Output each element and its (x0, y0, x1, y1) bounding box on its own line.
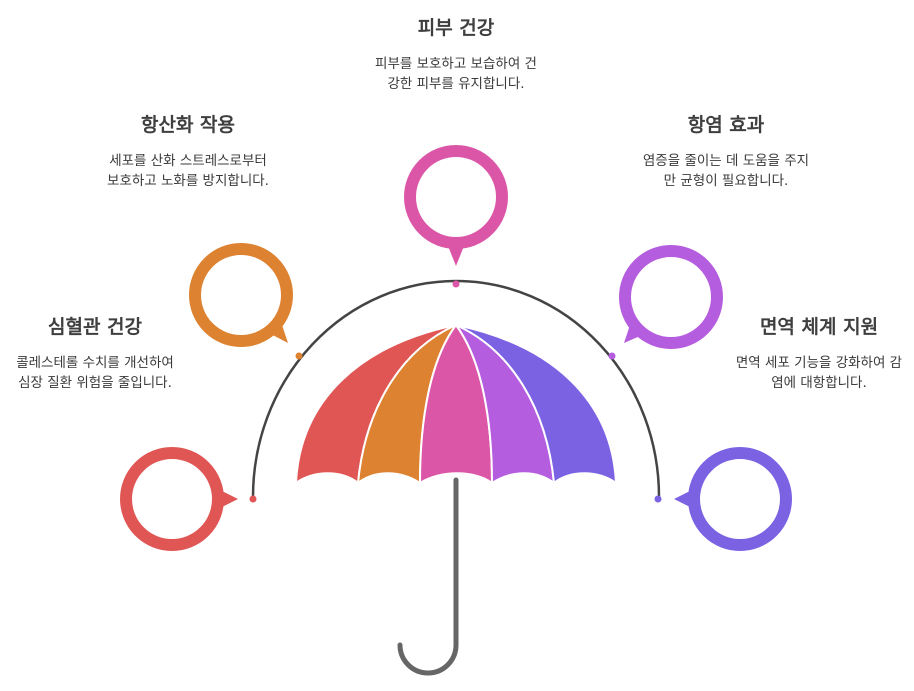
pin-circle-5 (654, 447, 792, 551)
item-title: 피부 건강 (417, 17, 495, 39)
item-title: 항염 효과 (687, 114, 765, 136)
pin-circle-1 (120, 447, 257, 551)
pin-circle-4 (608, 245, 723, 360)
pin-circle-3 (404, 145, 508, 288)
item-title: 심혈관 건강 (47, 316, 142, 338)
umbrella-canopy (294, 322, 618, 486)
item-description: 콜레스테롤 수치를 개선하여 심장 질환 위험을 줄입니다. (16, 355, 174, 391)
item-description: 염증을 줄이는 데 도움을 주지만 균형이 필요합니다. (642, 153, 810, 189)
pin-circle-2 (189, 243, 303, 360)
item-antioxidant: 항산화 작용 세포를 산화 스트레스로부터 보호하고 노화를 방지합니다. (103, 110, 273, 191)
item-skin-health: 피부 건강 피부를 보호하고 보습하여 건강한 피부를 유지합니다. (371, 13, 541, 94)
canopy-panel-5 (455, 324, 618, 486)
item-title: 항산화 작용 (140, 114, 235, 136)
item-cardiovascular: 심혈관 건강 콜레스테롤 수치를 개선하여 심장 질환 위험을 줄입니다. (10, 312, 180, 393)
item-title: 면역 체계 지원 (759, 316, 879, 338)
item-description: 피부를 보호하고 보습하여 건강한 피부를 유지합니다. (375, 56, 537, 92)
item-description: 세포를 산화 스트레스로부터 보호하고 노화를 방지합니다. (107, 153, 269, 189)
umbrella-handle (397, 477, 459, 676)
item-immune-support: 면역 체계 지원 면역 세포 기능을 강화하여 감염에 대항합니다. (734, 312, 904, 393)
item-anti-inflammatory: 항염 효과 염증을 줄이는 데 도움을 주지만 균형이 필요합니다. (641, 110, 811, 191)
item-description: 면역 세포 기능을 강화하여 감염에 대항합니다. (735, 355, 903, 391)
